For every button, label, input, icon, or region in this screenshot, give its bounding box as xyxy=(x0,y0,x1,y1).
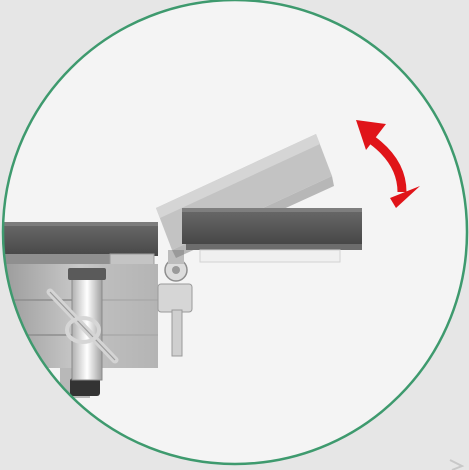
chevron-right-icon xyxy=(449,459,465,470)
table-assembly xyxy=(3,222,158,398)
table-top-main xyxy=(3,222,158,256)
hinge-joint xyxy=(157,250,193,357)
double-curved-arrow-icon xyxy=(356,120,420,208)
extension-panel-level xyxy=(182,208,362,263)
foot-knob xyxy=(70,378,100,396)
